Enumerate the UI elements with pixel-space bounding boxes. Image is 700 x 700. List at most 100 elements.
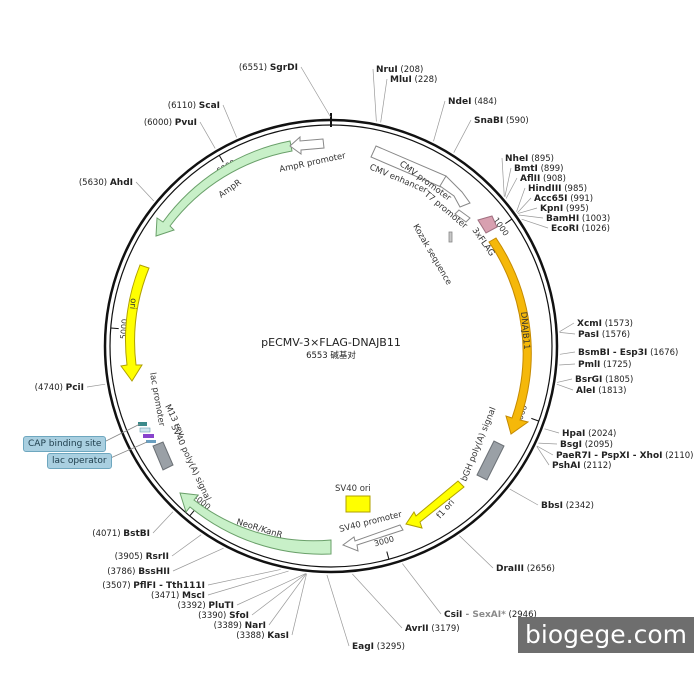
site-leader (559, 331, 576, 335)
feature-3xflag-arrow[interactable] (477, 215, 498, 234)
site-label-bsshii[interactable]: (3786) BssHII (107, 567, 170, 577)
site-label-bbsi[interactable]: BbsI (2342) (541, 501, 594, 511)
feature-lac-promoter-mark[interactable] (139, 427, 151, 433)
site-leader (380, 78, 388, 123)
feature-f1-ori-arrow[interactable] (405, 480, 465, 529)
feature-lac-operator-mark[interactable] (146, 440, 156, 443)
site-name: SgrDI (270, 63, 298, 73)
site-name: BsrGI (575, 375, 602, 385)
site-label-bamhi[interactable]: BamHI (1003) (546, 214, 610, 224)
site-position: (908) (540, 174, 566, 184)
plasmid-size: 6553 碱基对 (306, 350, 356, 361)
site-label-bsrgi[interactable]: BsrGI (1805) (575, 375, 633, 385)
site-label-scai[interactable]: (6110) ScaI (168, 101, 220, 111)
site-leader (521, 218, 549, 229)
site-name: ScaI (199, 101, 220, 111)
site-leader (352, 573, 403, 629)
site-leader (326, 574, 350, 647)
site-label-sfoi[interactable]: (3390) SfoI (198, 611, 249, 621)
site-label-draiii[interactable]: DraIII (2656) (496, 564, 555, 574)
site-position: (1003) (579, 214, 610, 224)
site-label-aflii[interactable]: AflII (908) (520, 174, 566, 184)
feature-neor-kanr-arrow[interactable] (179, 492, 332, 555)
site-leader (518, 214, 544, 219)
site-label-bstbi[interactable]: (4071) BstBI (92, 529, 150, 539)
site-leader (453, 119, 472, 153)
site-label-ahdi[interactable]: (5630) AhdI (79, 178, 133, 188)
site-label-pflfi-tth111i[interactable]: (3507) PflFI - Tth111I (102, 581, 205, 591)
site-label-kasi[interactable]: (3388) KasI (236, 631, 289, 641)
feature-ampr-promoter-arrow[interactable] (289, 135, 325, 155)
feature-sv40-promoter-arrow[interactable] (341, 524, 404, 552)
site-leader (291, 573, 307, 636)
tick-mark-6000 (218, 155, 224, 163)
site-name: PasI (578, 330, 599, 340)
site-name: MluI (390, 75, 412, 85)
site-label-snabi[interactable]: SnaBI (590) (474, 116, 529, 126)
site-name: PmlI (578, 360, 600, 370)
site-label-bmti[interactable]: BmtI (899) (514, 164, 563, 174)
feature-cap-binding-mark[interactable] (138, 422, 147, 426)
site-label-msci[interactable]: (3471) MscI (151, 591, 205, 601)
site-position: (3390) (198, 611, 229, 621)
site-name: Acc65I (534, 194, 568, 204)
site-position: (5630) (79, 178, 110, 188)
site-label-rsrii[interactable]: (3905) RsrII (115, 552, 169, 562)
site-label-ndei[interactable]: NdeI (484) (448, 97, 497, 107)
site-label-bsmbi-esp3i[interactable]: BsmBI - Esp3I (1676) (578, 348, 678, 358)
site-position: (6110) (168, 101, 199, 111)
site-position: (3471) (151, 591, 182, 601)
site-label-csii[interactable]: CsiI - SexAI* (2946) (444, 610, 537, 620)
feature-cmv-promoter-arrow[interactable] (439, 175, 471, 208)
site-leader (501, 157, 505, 197)
feature-t7-promoter-arrow[interactable] (454, 209, 471, 223)
site-leader (171, 534, 202, 557)
site-label-hindiii[interactable]: HindIII (985) (528, 184, 587, 194)
site-position: (2946) (506, 610, 537, 620)
site-label-pcii[interactable]: (4740) PciI (35, 383, 84, 393)
feature-label-sv40-ori: SV40 ori (335, 484, 371, 494)
site-label-nrui[interactable]: NruI (208) (376, 65, 423, 75)
site-label-xcmi[interactable]: XcmI (1573) (577, 319, 633, 329)
site-position: (2656) (524, 564, 555, 574)
site-position: (3388) (236, 631, 267, 641)
site-label-sgrdi[interactable]: (6551) SgrDI (239, 63, 298, 73)
site-name: SnaBI (474, 116, 503, 126)
site-label-acc65i[interactable]: Acc65I (991) (534, 194, 593, 204)
site-label-alei[interactable]: AleI (1813) (576, 386, 626, 396)
site-name: AleI (576, 386, 596, 396)
site-label-pshai[interactable]: PshAI (2112) (552, 461, 612, 471)
site-position: (1026) (579, 224, 610, 234)
site-label-pasi[interactable]: PasI (1576) (578, 330, 630, 340)
site-leader (459, 535, 494, 569)
site-label-ecori[interactable]: EcoRI (1026) (551, 224, 610, 234)
site-label-pmli[interactable]: PmlI (1725) (578, 360, 631, 370)
site-label-pvui[interactable]: (6000) PvuI (144, 118, 197, 128)
site-label-kpni[interactable]: KpnI (995) (540, 204, 589, 214)
site-label-pluti[interactable]: (3392) PluTI (177, 601, 234, 611)
site-label-bsgi[interactable]: BsgI (2095) (560, 440, 613, 450)
feature-bgh-polya-box[interactable] (476, 440, 505, 481)
feature-ampr-arrow[interactable] (155, 140, 293, 237)
site-leader (222, 104, 237, 138)
feature-kozak-mark[interactable] (448, 231, 453, 243)
site-position: (6551) (239, 63, 270, 73)
site-position: (3507) (102, 581, 133, 591)
feature-dnajb11-arc[interactable] (488, 237, 532, 435)
site-label-eagi[interactable]: EagI (3295) (352, 642, 405, 652)
callout-leader-cap (101, 423, 141, 444)
feature-sv40-ori-box[interactable] (345, 495, 371, 513)
feature-sv40-polya-box[interactable] (152, 441, 174, 471)
site-label-paer7i-pspxi-xhoi[interactable]: PaeR7I - PspXI - XhoI (2110) (556, 451, 693, 461)
site-label-hpai[interactable]: HpaI (2024) (562, 429, 616, 439)
feature-m13-rev-mark[interactable] (143, 434, 154, 438)
site-label-nari[interactable]: (3389) NarI (214, 621, 266, 631)
site-name: BstBI (123, 529, 150, 539)
site-leader (402, 563, 442, 615)
site-name: PflFI - Tth111I (133, 581, 205, 591)
site-label-nhei[interactable]: NheI (895) (505, 154, 554, 164)
site-label-mlui[interactable]: MluI (228) (390, 75, 437, 85)
site-label-avrii[interactable]: AvrII (3179) (405, 624, 460, 634)
feature-ori-arrow[interactable] (120, 264, 150, 382)
site-name: EcoRI (551, 224, 579, 234)
